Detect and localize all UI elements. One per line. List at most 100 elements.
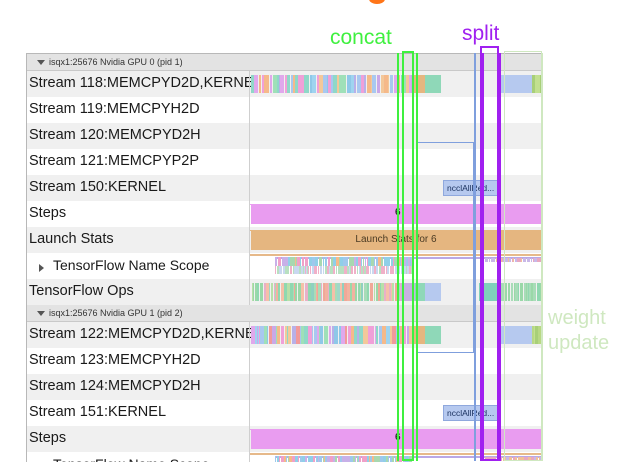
trace-block[interactable] [515,457,517,461]
trace-block[interactable] [501,283,504,301]
trace-block[interactable] [509,457,512,461]
trace-block[interactable] [323,283,325,301]
trace-block[interactable] [328,257,330,266]
trace-block[interactable] [351,266,353,274]
trace-block[interactable] [411,266,412,274]
trace-block[interactable] [360,266,361,274]
trace-block[interactable] [285,257,288,266]
trace-block[interactable] [252,283,253,301]
trace-block[interactable] [381,75,384,93]
trace-block[interactable] [479,283,501,301]
trace-block[interactable] [411,456,412,462]
namescope-top-rule[interactable] [249,254,543,256]
trace-block[interactable] [272,326,276,344]
timeline-row[interactable]: Stream 121:MEMCPYP2P [27,149,543,175]
trace-block[interactable] [379,326,382,344]
trace-block[interactable] [364,283,367,301]
trace-block[interactable] [269,326,272,344]
trace-block[interactable] [513,258,514,262]
trace-block[interactable] [404,326,406,344]
trace-block[interactable] [538,326,540,344]
trace-block[interactable] [390,266,392,274]
trace-block[interactable] [384,257,387,266]
trace-block[interactable] [296,266,297,274]
trace-block[interactable] [281,283,284,301]
trace-block[interactable] [291,75,293,93]
trace-block[interactable] [374,257,375,266]
trace-block[interactable] [314,283,316,301]
trace-block[interactable] [529,258,530,262]
trace-block[interactable] [380,456,383,462]
row-lane[interactable]: Launch Stats for 6 [249,227,543,253]
trace-block[interactable] [519,258,521,262]
trace-block[interactable] [363,326,367,344]
trace-block[interactable] [383,456,386,462]
trace-block[interactable] [401,75,402,93]
trace-block[interactable] [367,283,369,301]
trace-block[interactable] [529,283,531,301]
trace-block[interactable] [343,257,345,266]
trace-block[interactable] [349,266,350,274]
trace-block[interactable] [345,456,347,462]
trace-block[interactable] [392,456,394,462]
trace-block[interactable] [316,283,317,301]
trace-block[interactable] [274,456,276,462]
trace-block[interactable] [262,75,264,93]
trace-block[interactable] [425,283,441,301]
trace-block[interactable] [267,326,268,344]
trace-block[interactable] [378,257,381,266]
trace-block[interactable] [528,457,531,461]
trace-block[interactable] [382,326,386,344]
trace-block[interactable] [359,456,361,462]
trace-block[interactable] [300,326,301,344]
trace-block[interactable] [404,266,406,274]
trace-block[interactable] [377,456,380,462]
trace-block[interactable] [314,266,316,274]
trace-block[interactable] [511,283,513,301]
trace-block[interactable] [293,75,295,93]
trace-block[interactable] [283,266,285,274]
trace-block[interactable] [376,283,378,301]
timeline-row[interactable]: Stream 119:MEMCPYH2D [27,97,543,123]
trace-block[interactable] [512,258,513,262]
trace-block[interactable] [297,257,300,266]
trace-block[interactable] [367,326,368,344]
trace-block[interactable] [333,75,337,93]
trace-block[interactable] [536,326,538,344]
trace-block[interactable] [350,266,351,274]
trace-block[interactable] [535,326,536,344]
trace-block[interactable] [307,266,308,274]
trace-block[interactable] [314,326,317,344]
trace-block[interactable] [376,257,378,266]
trace-block[interactable] [355,283,357,301]
trace-block[interactable] [323,75,327,93]
trace-block[interactable] [410,257,411,266]
trace-block[interactable] [298,456,299,462]
trace-block[interactable] [377,75,380,93]
trace-block[interactable] [395,266,397,274]
trace-block[interactable] [351,257,354,266]
row-lane[interactable] [249,348,543,374]
trace-block[interactable] [338,456,340,462]
trace-block[interactable] [304,326,308,344]
trace-block[interactable] [390,75,393,93]
trace-block[interactable] [361,266,363,274]
trace-block[interactable] [287,326,288,344]
trace-block[interactable] [398,283,400,301]
trace-block[interactable] [319,326,320,344]
trace-block[interactable] [532,75,535,93]
trace-block[interactable] [304,75,308,93]
timeline-row[interactable]: Stream 123:MEMCPYH2D [27,348,543,374]
trace-block[interactable] [323,257,324,266]
trace-block[interactable] [353,456,355,462]
trace-block[interactable] [372,75,376,93]
trace-block[interactable] [273,75,277,93]
trace-block[interactable] [275,283,276,301]
trace-block[interactable] [371,257,374,266]
chevron-down-icon[interactable] [37,60,45,65]
trace-block[interactable] [539,457,540,461]
trace-block[interactable] [491,258,492,262]
trace-block[interactable] [351,75,354,93]
trace-block[interactable] [425,326,441,344]
trace-block[interactable] [285,266,287,274]
